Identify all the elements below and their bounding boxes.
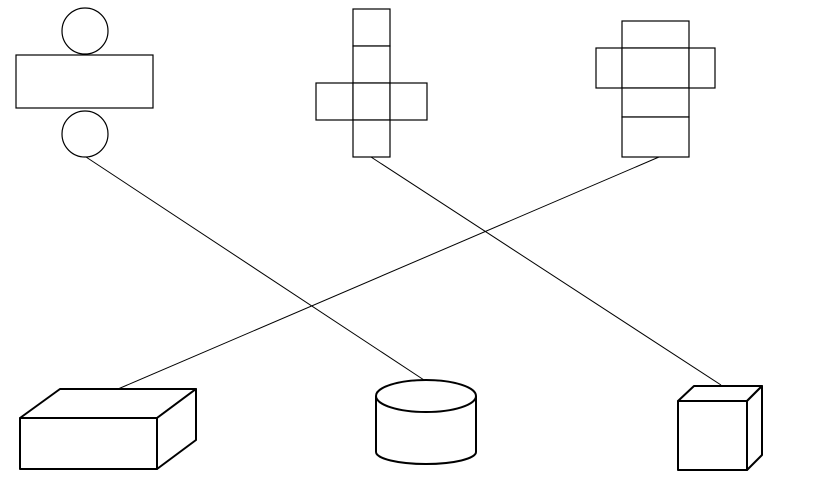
cylinder-net-top-circle [61,7,109,55]
cuboid-net-face-left [595,47,623,89]
cube-front-face [677,400,748,471]
cube-net-square-right [389,82,428,121]
cylinder-net [15,7,154,158]
cube-net-square-1 [352,8,391,47]
cylinder-body [375,396,477,465]
prism-front-face [19,417,158,470]
connection-cylinder-net-to-cylinder [85,156,425,381]
cylinder-net-bottom-circle [61,110,109,158]
cylinder-net-lateral-rectangle [15,54,154,109]
cylinder-solid [375,379,477,465]
cube-net-square-left [315,82,354,121]
cuboid-net-face-top [621,20,690,49]
cube-net-square-center [352,82,391,121]
connection-cube-net-to-cube [370,156,722,386]
cube-solid [677,385,763,471]
cuboid-net-face-bottom [621,116,690,158]
connection-cuboid-net-to-prism [117,156,660,390]
connection-lines [85,156,722,390]
cube-net-square-bottom [352,119,391,158]
rectangular-prism-solid [19,388,197,470]
cuboid-net-face-lower [621,87,690,118]
cube-side-face [746,385,763,471]
prism-side-face [156,388,197,470]
cube-net [315,8,428,158]
cylinder-top-ellipse [375,379,477,413]
cuboid-net-face-center [621,47,690,89]
cuboid-net [595,20,716,158]
cube-net-square-2 [352,45,391,84]
cuboid-net-face-right [688,47,716,89]
